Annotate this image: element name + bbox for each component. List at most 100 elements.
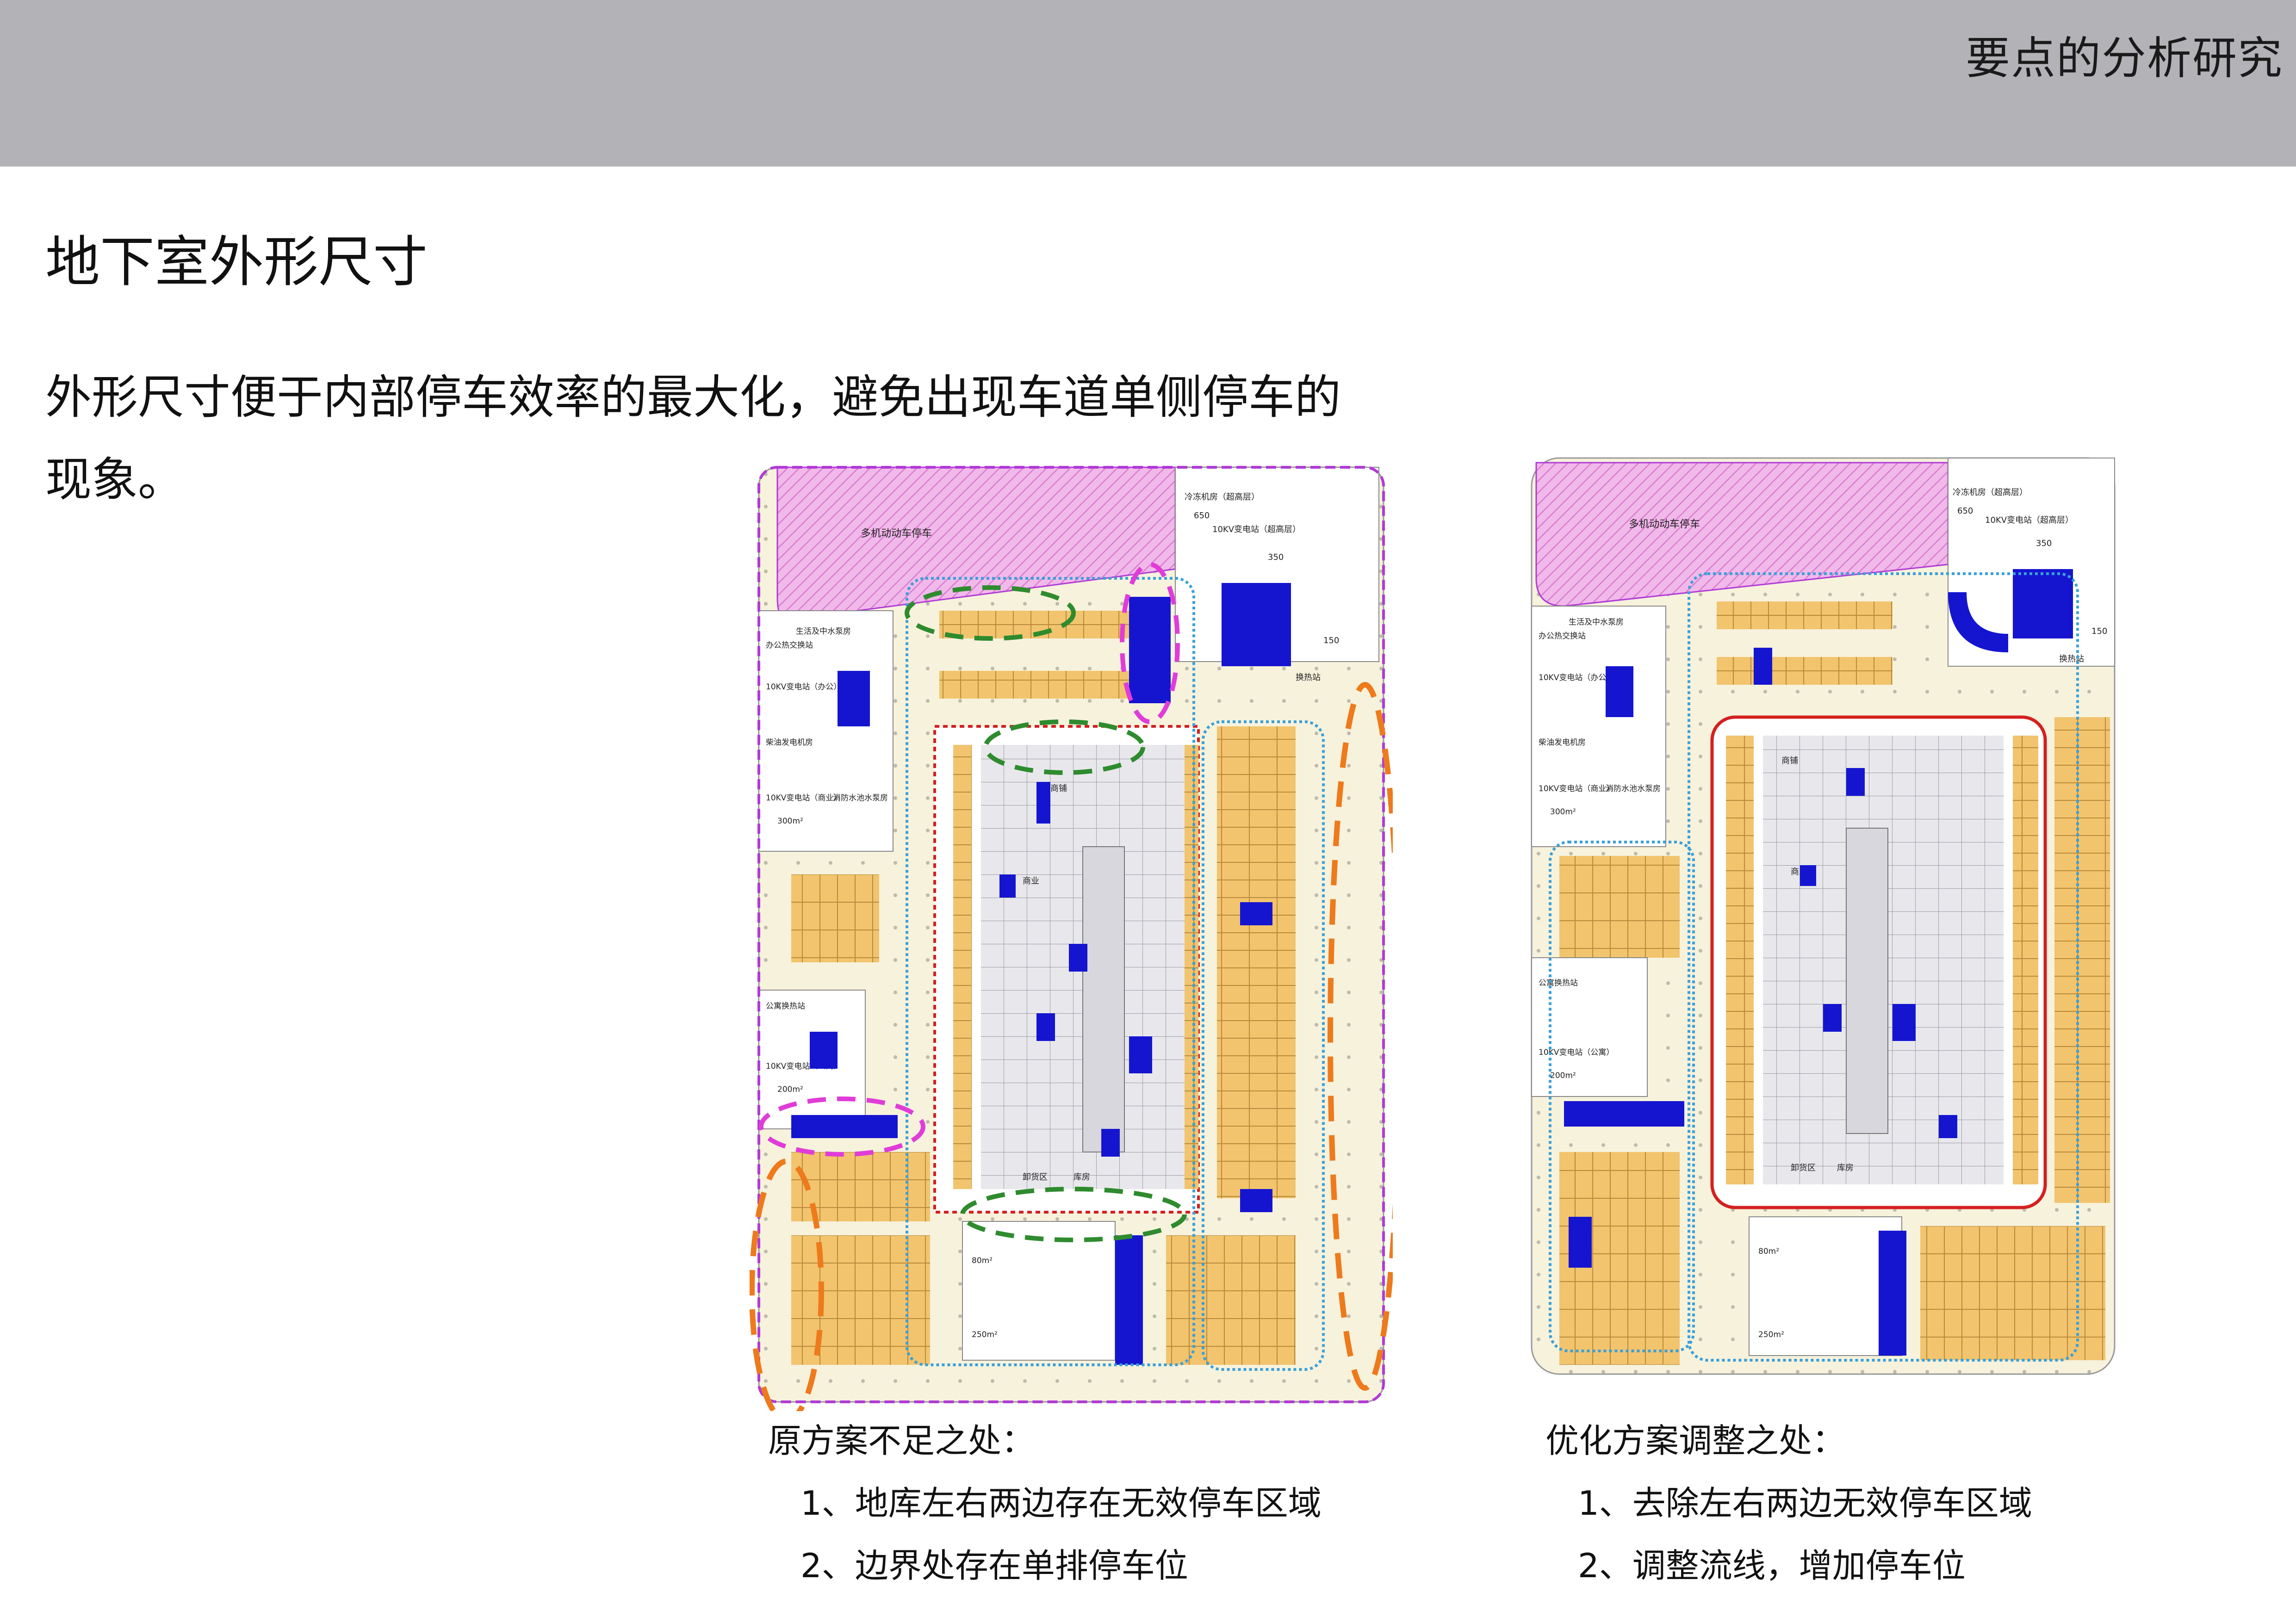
parking-row [1717,657,1893,685]
fire-pump-label: 消防水池水泵房 [1606,784,1661,793]
transformer-commercial-label: 10KV变电站（商业） [1539,784,1614,793]
num-250-label: 250m² [972,1330,998,1339]
core-bottom [1879,1231,1906,1356]
core-shop [1101,1129,1120,1157]
diesel-gen-label: 柴油发电机房 [766,738,813,747]
optimized-plan: 多机动动车停车 冷冻机房（超高层） 10KV变电站（超高层） 650 350 换… [1522,449,2124,1383]
original-notes-heading: 原方案不足之处： [768,1421,1035,1460]
parking-block-bottom [1166,1235,1296,1365]
heat-exchange-label: 换热站 [2059,654,2084,664]
cold-station-label: 冷冻机房（超高层） [1185,492,1260,502]
num-350-label: 350 [2036,539,2052,548]
core-bottom [1115,1235,1143,1365]
core-shop [1036,1013,1055,1041]
transformer-office-label: 10KV变电站（办公） [766,682,841,692]
section-title: 地下室外形尺寸 [45,230,428,294]
parking-block-left [791,874,879,962]
optimized-notes-heading: 优化方案调整之处： [1545,1421,1846,1460]
parking-block-left [1559,856,1680,958]
equipment-rooms-left [758,610,894,852]
issue-marker-orange [1328,682,1393,1391]
num-150-label: 150 [2091,626,2107,636]
core-left-2 [1569,1217,1592,1268]
issue-marker-magenta [1120,562,1180,724]
core-shop [1069,944,1087,972]
equipment-rooms-bottom [1749,1216,1902,1356]
parking-block-right [2054,717,2110,1203]
parking-row [939,671,1134,699]
core-left-1 [838,671,870,726]
core-small [1754,648,1772,685]
core-top-right [2013,569,2073,638]
hatched-zone-label: 多机动动车停车 [1629,519,1700,530]
core-right [1240,1189,1272,1212]
header-title: 要点的分析研究 [1966,32,2283,84]
fire-pump-label: 消防水池水泵房 [833,793,888,803]
courtyard-area [1846,828,1888,1134]
hatched-zone-label: 多机动动车停车 [861,528,932,539]
core-left-1 [1606,666,1633,717]
transformer-apartment-label: 10KV变电站（公寓） [1539,1048,1614,1057]
optimized-note-item: 2、调整流线，增加停车位 [1578,1546,1966,1585]
core-shop [1800,865,1816,886]
core-top-right [1222,583,1291,666]
transformer-commercial-label: 10KV变电站（商业） [766,793,841,803]
core-ramp-top [1129,597,1171,703]
heat-exchange-label: 换热站 [1296,673,1321,682]
num-300-label: 300m² [777,817,803,826]
num-200-label: 200m² [777,1085,803,1094]
unloading-label: 卸货区 [1023,1172,1048,1182]
core-left-ramp [1564,1101,1684,1127]
heat-exchange-office-label: 办公热交换站 [1539,632,1586,641]
equipment-rooms-bottom [962,1221,1116,1361]
storehouse-label: 库房 [1074,1172,1090,1182]
num-150-label: 150 [1323,636,1339,645]
water-pump-label: 生活及中水泵房 [1569,618,1624,627]
hatched-zone [1535,462,1949,607]
num-200-label: 200m² [1550,1071,1576,1080]
parking-column [953,745,972,1189]
num-650-label: 650 [1194,511,1210,520]
curved-ramp [1948,592,2008,652]
num-80-label: 80m² [1758,1247,1779,1256]
unloading-label: 卸货区 [1791,1163,1816,1173]
core-left-2 [810,1032,838,1069]
cold-station-label: 冷冻机房（超高层） [1953,488,2028,497]
parking-column [1726,736,1754,1184]
diesel-gen-label: 柴油发电机房 [1539,738,1586,747]
optimized-plan-drawing: 多机动动车停车 冷冻机房（超高层） 10KV变电站（超高层） 650 350 换… [1531,457,2116,1375]
water-pump-label: 生活及中水泵房 [796,627,851,636]
parking-column [2013,736,2038,1184]
original-note-item: 2、边界处存在单排停车位 [800,1546,1188,1585]
core-shop [1893,1004,1916,1041]
lane-loop [1549,841,1695,1352]
apartment-heat-label: 公寓换热站 [766,1002,805,1011]
core-shop [1823,1004,1842,1032]
original-note-item: 1、地库左右两边存在无效停车区域 [800,1484,1322,1523]
issue-marker-magenta [759,1096,925,1157]
optimized-note-item: 1、去除左右两边无效停车区域 [1578,1484,2032,1523]
num-350-label: 350 [1268,552,1284,562]
num-650-label: 650 [1957,506,1973,516]
transformer-super-label: 10KV变电站（超高层） [1985,515,2073,525]
core-right [1240,902,1272,925]
storehouse-label: 库房 [1837,1163,1854,1173]
parking-block-right [1217,726,1296,1198]
parking-row [1717,601,1893,629]
core-shop [1846,768,1865,796]
shop-label: 商铺 [1781,756,1798,766]
num-250-label: 250m² [1758,1330,1784,1339]
issue-marker-orange [750,1158,824,1411]
core-shop [1036,782,1050,824]
commercial-label: 商业 [1023,876,1039,886]
header-band [0,0,2296,167]
shop-label: 商铺 [1050,784,1067,793]
issue-marker-green [983,719,1145,775]
issue-marker-green [905,585,1076,641]
issue-marker-green [960,1187,1187,1242]
core-shop [999,874,1016,898]
num-300-label: 300m² [1550,807,1576,817]
boundary-line [757,466,1385,1403]
lane-loop [906,577,1195,1366]
parking-column [1185,745,1198,1189]
